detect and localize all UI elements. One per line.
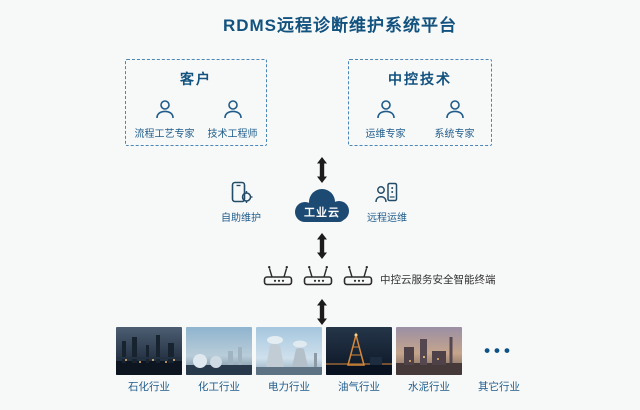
terminal-router-icon — [342, 264, 374, 286]
remote-ops-label: 远程运维 — [367, 213, 407, 224]
terminal-router-icon — [302, 264, 334, 286]
cloud-label: 工业云 — [304, 207, 340, 219]
group-box-supcon: 中控技术 运维专家 系统专家 — [348, 59, 492, 146]
self-service-phone-icon — [228, 180, 254, 206]
more-industries-ellipsis: ••• — [484, 341, 514, 360]
industry-label-row: 石化行业 化工行业 电力行业 油气行业 水泥行业 其它行业 — [116, 379, 532, 394]
member-label: 运维专家 — [365, 129, 406, 140]
industry-label-other: 其它行业 — [478, 381, 520, 393]
industry-photo-power — [256, 327, 322, 375]
member-tech-engineer: 技术工程师 — [208, 97, 258, 140]
industry-label-chemical: 化工行业 — [198, 381, 240, 393]
terminal-label: 中控云服务安全智能终端 — [380, 274, 496, 286]
self-service-label: 自助维护 — [221, 213, 261, 224]
industry-photo-cement — [396, 327, 462, 375]
industry-photo-chemical — [186, 327, 252, 375]
industry-photo-row — [116, 327, 462, 375]
industry-label-power: 电力行业 — [268, 381, 310, 393]
customer-members: 流程工艺专家 技术工程师 — [126, 97, 266, 140]
industry-photo-petrochemical — [116, 327, 182, 375]
industry-label-petrochemical: 石化行业 — [128, 381, 170, 393]
remote-ops-block: 远程运维 — [358, 180, 416, 224]
member-label: 流程工艺专家 — [134, 129, 195, 140]
arrow-terminal-to-industries — [316, 299, 328, 325]
member-label: 技术工程师 — [207, 129, 258, 140]
industrial-cloud: 工业云 — [289, 185, 355, 227]
person-icon — [374, 97, 398, 121]
member-ops-expert: 运维专家 — [366, 97, 406, 140]
person-icon — [153, 97, 177, 121]
industry-photo-oil-gas — [326, 327, 392, 375]
industry-label-cement: 水泥行业 — [408, 381, 450, 393]
group-box-customer: 客户 流程工艺专家 技术工程师 — [125, 59, 267, 146]
terminal-router-icon — [262, 264, 294, 286]
arrow-groups-to-cloud — [316, 157, 328, 183]
self-service-block: 自助维护 — [212, 180, 270, 224]
industry-label-oil-gas: 油气行业 — [338, 381, 380, 393]
page-title: RDMS远程诊断维护系统平台 — [222, 16, 458, 35]
terminal-row — [262, 264, 374, 286]
member-process-expert: 流程工艺专家 — [135, 97, 195, 140]
arrow-cloud-to-terminal — [316, 233, 328, 259]
member-system-expert: 系统专家 — [435, 97, 475, 140]
person-icon — [221, 97, 245, 121]
group-title-customer: 客户 — [180, 71, 212, 87]
remote-ops-icon — [374, 180, 400, 206]
member-label: 系统专家 — [434, 129, 475, 140]
person-icon — [443, 97, 467, 121]
supcon-members: 运维专家 系统专家 — [349, 97, 491, 140]
group-title-supcon: 中控技术 — [388, 71, 452, 87]
